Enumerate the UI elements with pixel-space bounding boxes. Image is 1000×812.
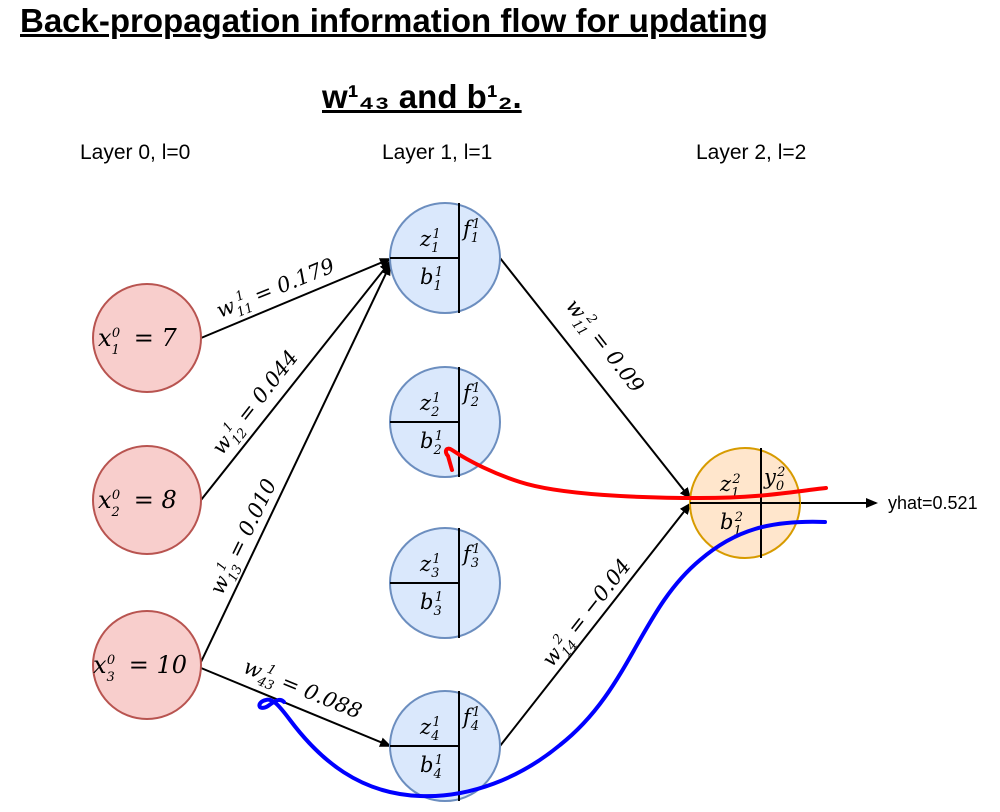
input-node-x3: x30 = 10 [92, 610, 202, 720]
hidden-node-2: z21 b21 f21 [389, 366, 501, 478]
svg-text:z21: z21 [419, 391, 441, 420]
svg-text:x20 = 8: x20 = 8 [98, 486, 177, 520]
edge-x2-h1 [200, 260, 392, 501]
input-node-x2: x20 = 8 [92, 445, 202, 555]
layer-1-label: Layer 1, l=1 [382, 141, 493, 164]
svg-text:f31: f31 [461, 542, 480, 571]
layer-0-label: Layer 0, l=0 [80, 141, 191, 164]
svg-text:b41: b41 [420, 753, 443, 782]
title-line-1: Back-propagation information flow for up… [20, 2, 768, 39]
svg-text:b31: b31 [420, 590, 443, 619]
svg-text:b12: b12 [720, 510, 743, 539]
svg-text:z11: z11 [419, 227, 441, 256]
svg-text:f41: f41 [461, 705, 480, 734]
svg-text:b21: b21 [420, 429, 443, 458]
edge-h4-out [499, 502, 692, 747]
yhat-label: yhat=0.521 [888, 493, 978, 513]
svg-text:y02: y02 [763, 465, 785, 494]
svg-text:b11: b11 [420, 265, 443, 294]
weight-label-w13-1: w131= 0.010 [204, 475, 286, 601]
svg-text:w142= −0.04: w142= −0.04 [536, 554, 639, 674]
red-backprop-path [443, 446, 828, 501]
edge-x1-h1 [200, 258, 392, 339]
weight-label-w11-1: w111= 0.179 [213, 253, 340, 328]
svg-text:f11: f11 [461, 217, 480, 246]
svg-text:x30 = 10: x30 = 10 [93, 651, 187, 685]
svg-text:x10 = 7: x10 = 7 [98, 324, 177, 358]
layer-2-label: Layer 2, l=2 [696, 141, 807, 164]
svg-text:z31: z31 [419, 552, 441, 581]
edge-h1-out [499, 257, 692, 500]
weight-label-w14-2: w142= −0.04 [536, 554, 639, 674]
output-node: z12 y02 b12 [689, 447, 801, 559]
edge-x3-h1 [200, 263, 391, 663]
input-node-x1: x10 = 7 [92, 283, 202, 393]
hidden-node-4: z41 b41 f41 [389, 690, 501, 802]
svg-text:w111= 0.179: w111= 0.179 [213, 253, 340, 328]
weight-label-w12-1: w121= 0.044 [206, 345, 307, 462]
svg-text:z41: z41 [419, 715, 441, 744]
svg-text:z12: z12 [719, 472, 741, 501]
blue-backprop-path [257, 519, 827, 799]
hidden-node-3: z31 b31 f31 [389, 527, 501, 639]
hidden-node-1: z11 b11 f11 [389, 202, 501, 314]
svg-text:w121= 0.044: w121= 0.044 [206, 345, 307, 462]
svg-text:f21: f21 [461, 381, 480, 410]
edge-x3-h4 [200, 667, 392, 747]
title-line-2: w¹₄₃ and b¹₂. [322, 78, 522, 115]
svg-text:w131= 0.010: w131= 0.010 [204, 475, 286, 601]
